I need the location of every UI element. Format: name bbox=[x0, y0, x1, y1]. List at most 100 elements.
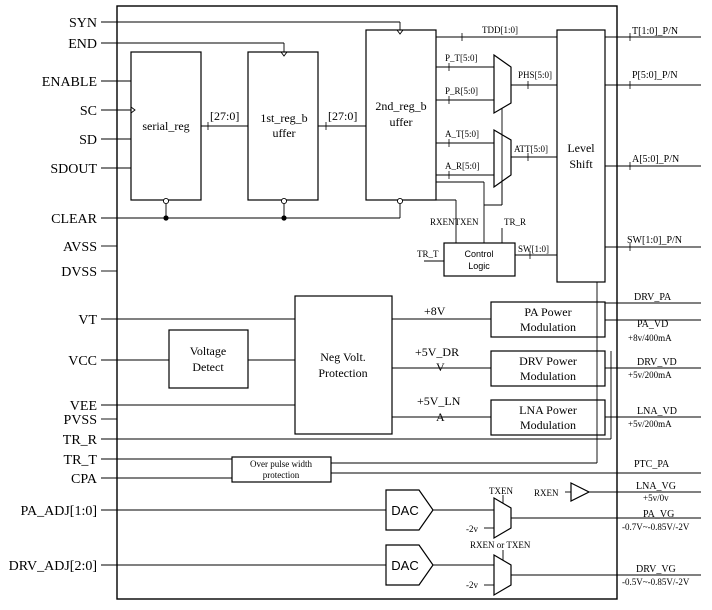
pin-drv-adj[interactable]: DRV_ADJ[2:0] bbox=[9, 559, 97, 574]
pin-sd[interactable]: SD bbox=[79, 133, 97, 148]
pin-drv-vd[interactable]: DRV_VD bbox=[637, 357, 677, 368]
over-pulse-protection-block bbox=[231, 456, 332, 483]
rxen-or-txen-label: RXEN or TXEN bbox=[470, 540, 531, 550]
level-shift-label-2: Shift bbox=[569, 157, 593, 171]
block-labels: serial_reg 1st_reg_b uffer 2nd_reg_b uff… bbox=[142, 99, 595, 573]
dac2-block bbox=[385, 544, 434, 586]
bus-label-serial-to-first: [27:0] bbox=[210, 109, 239, 123]
dac1-block bbox=[385, 489, 434, 531]
right-pin-labels: T[1:0]_P/N P[5:0]_P/N A[5:0]_P/N SW[1:0]… bbox=[622, 26, 690, 587]
dac2-label: DAC bbox=[391, 558, 418, 573]
control-logic-label-2: Logic bbox=[468, 261, 490, 271]
pin-sdout[interactable]: SDOUT bbox=[50, 162, 97, 177]
lna-power-label-2: Modulation bbox=[520, 418, 576, 432]
v5-dr-label-2: V bbox=[436, 360, 445, 374]
pin-drv-pa[interactable]: DRV_PA bbox=[634, 292, 672, 303]
sw-label: SW[1:0] bbox=[518, 244, 549, 254]
pin-cpa[interactable]: CPA bbox=[71, 472, 98, 487]
pin-pa-adj[interactable]: PA_ADJ[1:0] bbox=[21, 504, 98, 519]
pin-pa-vd[interactable]: PA_VD bbox=[637, 319, 668, 330]
neg-volt-label-1: Neg Volt. bbox=[320, 350, 366, 364]
mux-drv-vg bbox=[493, 553, 512, 597]
voltage-detect-label-1: Voltage bbox=[190, 344, 226, 358]
pa-vd-spec: +8v/400mA bbox=[628, 333, 672, 343]
bus-label-first-to-second: [27:0] bbox=[328, 109, 357, 123]
left-pin-labels: SYN END ENABLE SC SD SDOUT CLEAR AVSS DV… bbox=[9, 16, 98, 574]
serial-reg-label: serial_reg bbox=[142, 119, 189, 133]
pin-vt[interactable]: VT bbox=[78, 313, 97, 328]
pa-power-block bbox=[490, 301, 606, 338]
minus2v-label-drv: -2v bbox=[466, 580, 478, 590]
pin-t-pn[interactable]: T[1:0]_P/N bbox=[632, 26, 678, 37]
lna-vg-buffer bbox=[570, 482, 591, 502]
neg-volt-protection-block bbox=[294, 295, 393, 435]
lna-vd-spec: +5v/200mA bbox=[628, 419, 672, 429]
signal-labels: [27:0] [27:0] TDD[1:0] P_T[5:0] P_R[5:0]… bbox=[210, 25, 559, 590]
wires bbox=[101, 21, 701, 586]
drv-power-label-2: Modulation bbox=[520, 369, 576, 383]
mux-phs bbox=[493, 53, 512, 115]
drv-power-label-1: DRV Power bbox=[519, 354, 577, 368]
pin-clear[interactable]: CLEAR bbox=[51, 212, 98, 227]
a-r-label: A_R[5:0] bbox=[445, 161, 480, 171]
pin-ptc-pa[interactable]: PTC_PA bbox=[634, 459, 670, 470]
control-logic-label-1: Control bbox=[464, 249, 493, 259]
pin-tr-t[interactable]: TR_T bbox=[64, 453, 98, 468]
pin-vcc[interactable]: VCC bbox=[68, 354, 97, 369]
tdd-label: TDD[1:0] bbox=[482, 25, 518, 35]
pin-lna-vd[interactable]: LNA_VD bbox=[637, 406, 677, 417]
lna-vg-spec: +5v/0v bbox=[643, 493, 669, 503]
pin-drv-vg[interactable]: DRV_VG bbox=[636, 564, 676, 575]
drv-vg-spec: -0.5V~-0.85V/-2V bbox=[622, 577, 690, 587]
pin-pvss[interactable]: PVSS bbox=[64, 413, 97, 428]
pin-a-pn[interactable]: A[5:0]_P/N bbox=[632, 154, 679, 165]
over-pulse-label-1: Over pulse width bbox=[250, 459, 312, 469]
second-reg-label-1: 2nd_reg_b bbox=[375, 99, 426, 113]
second-reg-label-2: uffer bbox=[389, 115, 412, 129]
pin-tr-r[interactable]: TR_R bbox=[63, 433, 98, 448]
pa-vg-spec: -0.7V~-0.85V/-2V bbox=[622, 522, 690, 532]
pin-syn[interactable]: SYN bbox=[69, 16, 97, 31]
v5-dr-label-1: +5V_DR bbox=[415, 345, 459, 359]
p-t-label: P_T[5:0] bbox=[445, 53, 478, 63]
att-label: ATT[5:0] bbox=[514, 144, 548, 154]
connection-markers bbox=[130, 29, 404, 221]
pin-enable[interactable]: ENABLE bbox=[42, 75, 97, 90]
mux-pa-vg bbox=[493, 496, 512, 540]
pin-sw-pn[interactable]: SW[1:0]_P/N bbox=[627, 235, 682, 246]
voltage-detect-block bbox=[168, 329, 249, 389]
mux-att bbox=[493, 128, 512, 189]
drv-power-block bbox=[490, 350, 606, 387]
pin-p-pn[interactable]: P[5:0]_P/N bbox=[632, 70, 678, 81]
pin-sc[interactable]: SC bbox=[80, 104, 97, 119]
tr-r-label: TR_R bbox=[504, 217, 526, 227]
pin-end[interactable]: END bbox=[68, 37, 97, 52]
pa-power-label-2: Modulation bbox=[520, 320, 576, 334]
minus2v-label-pa: -2v bbox=[466, 524, 478, 534]
pin-vee[interactable]: VEE bbox=[70, 399, 97, 414]
first-reg-label-1: 1st_reg_b bbox=[260, 111, 307, 125]
control-logic-block bbox=[443, 242, 516, 277]
a-t-label: A_T[5:0] bbox=[445, 129, 479, 139]
neg-volt-label-2: Protection bbox=[318, 366, 367, 380]
level-shift-block bbox=[556, 29, 606, 283]
tr-t-label: TR_T bbox=[417, 249, 439, 259]
lna-power-block bbox=[490, 399, 606, 436]
over-pulse-label-2: protection bbox=[263, 470, 300, 480]
chip-boundary bbox=[116, 5, 618, 600]
pin-dvss[interactable]: DVSS bbox=[61, 265, 97, 280]
txen-label: TXEN bbox=[489, 486, 513, 496]
first-reg-label-2: uffer bbox=[272, 126, 295, 140]
v5-ln-label-2: A bbox=[436, 410, 445, 424]
pin-pa-vg[interactable]: PA_VG bbox=[643, 509, 674, 520]
pin-avss[interactable]: AVSS bbox=[63, 240, 97, 255]
drv-vd-spec: +5v/200mA bbox=[628, 370, 672, 380]
pa-power-label-1: PA Power bbox=[524, 305, 571, 319]
p-r-label: P_R[5:0] bbox=[445, 86, 478, 96]
rxen-label: RXEN bbox=[534, 488, 559, 498]
voltage-detect-label-2: Detect bbox=[192, 360, 224, 374]
lna-power-label-1: LNA Power bbox=[519, 403, 577, 417]
rxen-txen-label: RXENTXEN bbox=[430, 217, 479, 227]
pin-lna-vg[interactable]: LNA_VG bbox=[636, 481, 676, 492]
